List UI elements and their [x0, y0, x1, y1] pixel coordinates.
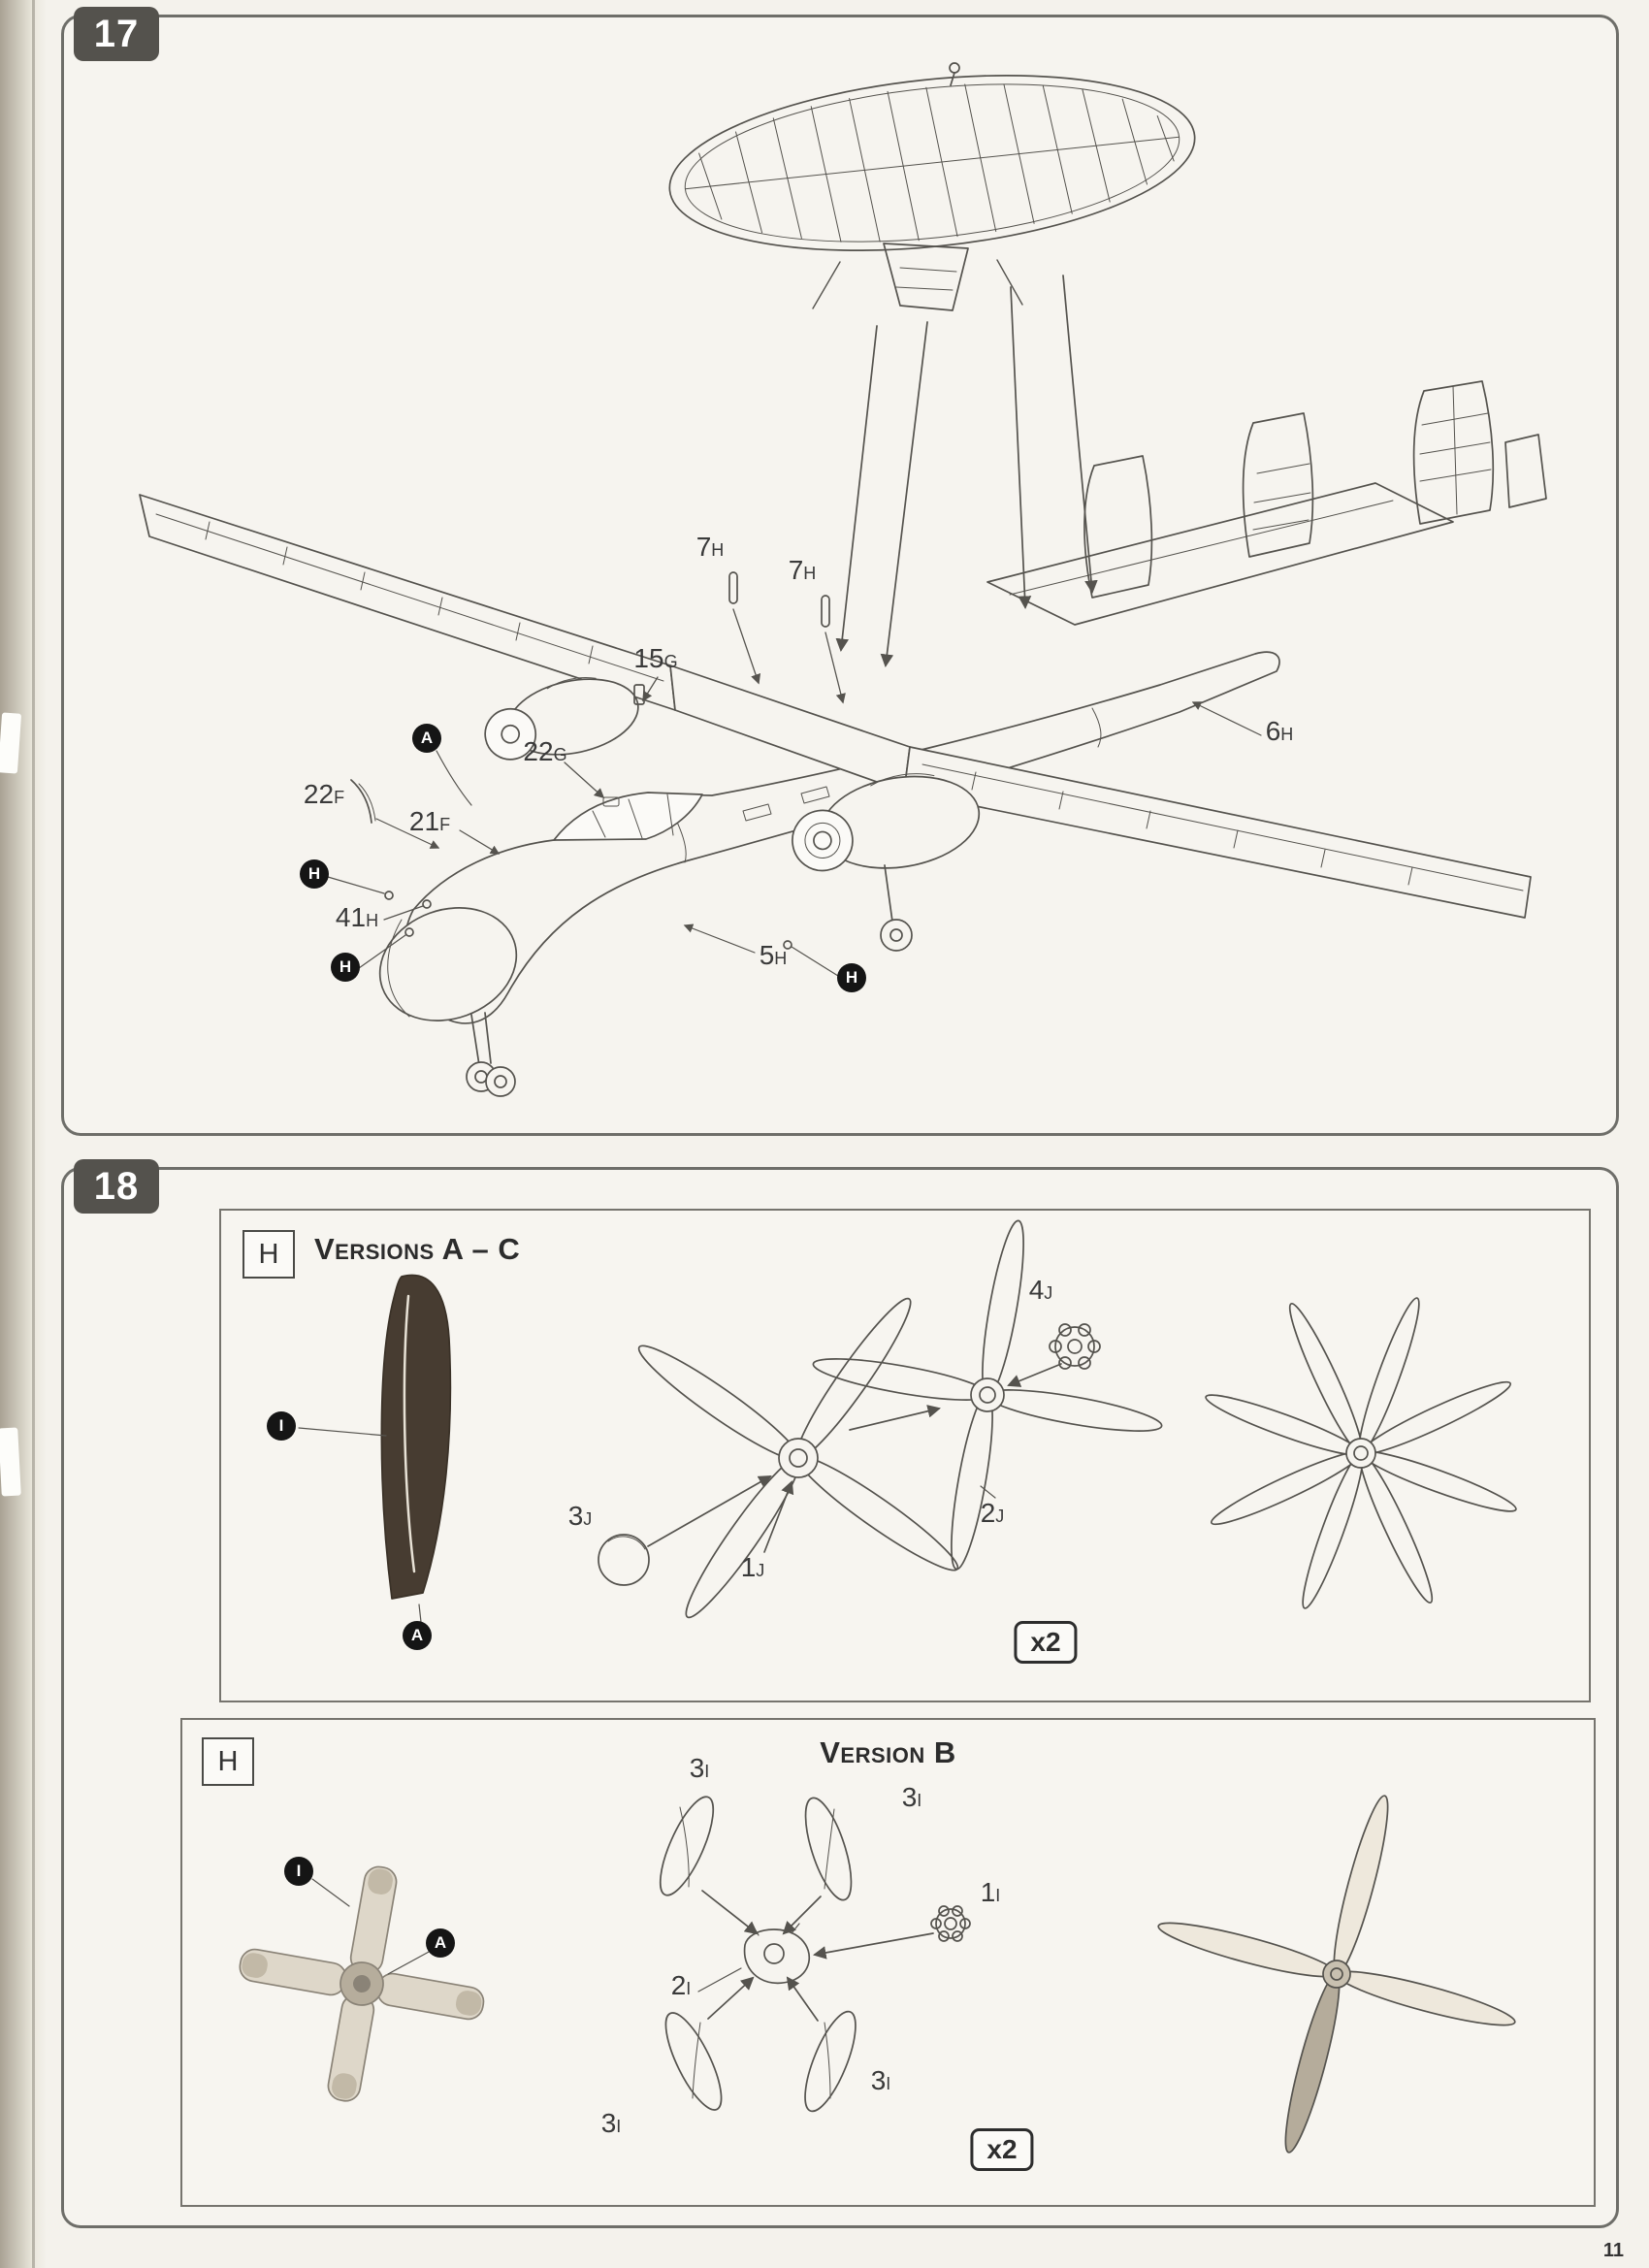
page-number: 11 — [1602, 2240, 1624, 2261]
right-engine-nacelle — [792, 773, 981, 872]
marker-h-icon: H — [837, 963, 866, 992]
cockpit-canopy — [553, 792, 703, 841]
scan-fold-line — [32, 0, 35, 2268]
retainer-part-1i — [930, 1905, 971, 1942]
callout-6h: 6H — [1265, 716, 1294, 746]
aircraft-assembly-diagram — [139, 62, 1547, 1097]
callout-3i-top-right: 3I — [901, 1782, 922, 1812]
radar-dish — [668, 75, 1196, 251]
step-17-panel: 17 — [61, 7, 1619, 1136]
callout-7h-2: 7H — [788, 555, 817, 585]
propeller-8blade-result — [1205, 1297, 1517, 1609]
propeller-4blade-first — [637, 1297, 959, 1619]
scan-edge — [0, 0, 47, 2268]
propeller-ac-diagram — [298, 1219, 1517, 1623]
propeller-4blade-result — [1157, 1795, 1516, 2154]
marker-h-icon: H — [300, 859, 329, 889]
right-wing — [669, 664, 1532, 919]
hub-part-2i — [743, 1923, 811, 1985]
callout-21f: 21F — [408, 806, 451, 836]
assembly-arrows — [835, 275, 1098, 668]
callout-1i: 1I — [980, 1877, 1001, 1907]
step-18-panel: 18 H Versions A – C — [61, 1159, 1619, 2228]
callout-1j: 1J — [740, 1552, 765, 1582]
marker-a-icon: A — [403, 1621, 432, 1650]
nose-radome — [378, 907, 518, 1021]
callout-5h: 5H — [759, 940, 788, 970]
callout-leader-lines — [327, 676, 1262, 977]
blade-3i-bottom-left — [664, 2012, 723, 2111]
scan-notch — [0, 1427, 21, 1497]
marker-i-icon: I — [267, 1411, 296, 1441]
callout-3i-top-left: 3I — [689, 1753, 710, 1783]
tail-assembly — [986, 380, 1547, 626]
marker-a-icon: A — [426, 1928, 455, 1958]
quantity-badge: x2 — [970, 2128, 1034, 2171]
version-b-title: Version B — [820, 1735, 956, 1769]
marker-h-icon: H — [331, 953, 360, 982]
callout-15g: 15G — [633, 643, 678, 673]
blade-3i-bottom-right — [804, 2010, 857, 2113]
callout-2i: 2I — [670, 1970, 692, 2000]
retainer-part-4j — [1049, 1323, 1101, 1370]
callout-3i-bottom-right: 3I — [870, 2065, 891, 2095]
sprue-tag-h: H — [242, 1230, 295, 1279]
pin-parts-7h — [728, 571, 846, 704]
versions-ac-panel: H Versions A – C — [219, 1209, 1591, 1702]
dish-mount — [812, 62, 1023, 311]
callout-22f: 22F — [303, 779, 345, 809]
callout-4j: 4J — [1028, 1275, 1053, 1305]
callout-3j: 3J — [567, 1501, 593, 1531]
versions-ac-title: Versions A – C — [314, 1232, 521, 1266]
blade-3i-top-left — [659, 1796, 715, 1896]
propeller-b-diagram — [239, 1795, 1516, 2154]
version-b-panel: H Version B — [180, 1718, 1596, 2207]
step-17-badge: 17 — [74, 7, 159, 61]
painted-blade — [380, 1274, 452, 1600]
marker-a-icon: A — [412, 724, 441, 753]
propeller-4blade-second — [812, 1219, 1163, 1571]
landing-gear — [466, 864, 913, 1097]
spinner-part-3j — [598, 1534, 650, 1586]
callout-41h: 41H — [335, 902, 379, 932]
painted-propeller — [239, 1865, 485, 2102]
callout-7h-1: 7H — [695, 532, 725, 562]
left-engine-nacelle — [484, 677, 639, 761]
callout-22g: 22G — [523, 736, 567, 766]
step-18-badge: 18 — [74, 1159, 159, 1214]
marker-i-icon: I — [284, 1857, 313, 1886]
quantity-badge: x2 — [1014, 1621, 1078, 1664]
callout-2j: 2J — [980, 1498, 1005, 1528]
sprue-tag-h: H — [202, 1737, 254, 1786]
callout-3i-bottom-left: 3I — [600, 2108, 622, 2138]
blade-3i-top-right — [804, 1797, 853, 1901]
